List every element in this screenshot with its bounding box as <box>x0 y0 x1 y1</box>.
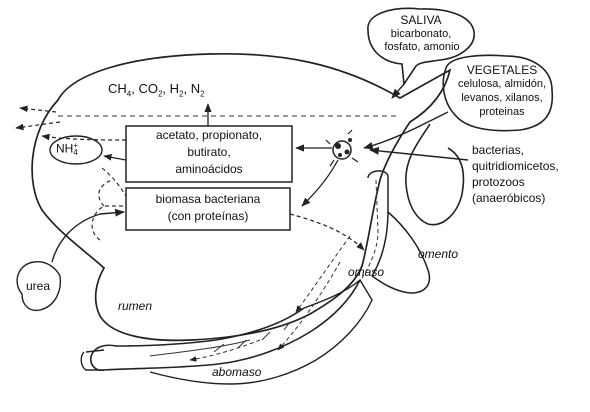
products-box <box>125 125 293 183</box>
biomass-box <box>125 187 291 231</box>
absorption-arrow-3 <box>19 105 57 113</box>
vegetales-line-2: levanos, xilanos, <box>461 92 543 104</box>
rumen-inner-fold <box>91 179 138 241</box>
urea-label: urea <box>26 279 51 293</box>
microbes-line-1: bacterias, <box>472 143 525 157</box>
products-line-2: butirato, <box>187 145 231 159</box>
saliva-bubble <box>367 7 475 87</box>
products-line-3: aminoácidos <box>175 162 243 176</box>
abomasum-sack <box>149 278 373 385</box>
biomass-outflow-arrow <box>289 213 365 251</box>
ammonium-recycle <box>101 167 127 197</box>
biomass-arrow <box>301 159 339 207</box>
ammonium-label: NH+4 <box>56 141 79 158</box>
vegetales-line-3: proteinas <box>479 106 525 118</box>
reticulum-loop <box>405 123 465 226</box>
microbes-inflow-arrow <box>369 146 469 161</box>
microbes-line-4: (anaeróbicos) <box>472 191 546 205</box>
biomass-line-1: biomasa bacteriana <box>155 192 261 206</box>
saliva-line-2: fosfato, amonio <box>384 41 460 53</box>
absorption-arrow <box>41 133 127 141</box>
absorption-arrow-2 <box>15 121 61 131</box>
vegetales-inflow-arrow <box>363 111 449 150</box>
digesta-flow-arrow-3 <box>189 339 261 362</box>
saliva-title: SALIVA <box>400 13 442 27</box>
omasum-tube <box>367 170 389 277</box>
omaso-label: omaso <box>348 265 385 279</box>
biomass-line-2: (con proteínas) <box>167 209 249 223</box>
omasum-tube-inner <box>361 179 379 279</box>
microbes-line-3: protozoos <box>472 175 525 189</box>
urea-recycle-arrow <box>51 208 125 263</box>
rumen-label: rumen <box>118 299 153 313</box>
omento-label: omento <box>418 247 459 261</box>
saliva-line-1: bicarbonato, <box>390 28 452 40</box>
abomaso-label: abomaso <box>212 365 262 379</box>
vegetales-bubble <box>442 54 554 132</box>
products-line-1: acetato, propionato, <box>155 128 263 142</box>
vegetales-line-1: celulosa, almidón, <box>457 78 547 90</box>
microbes-line-2: quitridiomicetos, <box>472 159 559 173</box>
duodenum-tube <box>80 349 105 371</box>
ammonium-oval <box>49 135 103 165</box>
digesta-flow-arrow-1 <box>295 235 351 313</box>
abomasum-inner-folds <box>149 321 291 357</box>
urea-bubble <box>16 261 62 312</box>
omento-sack <box>371 211 431 294</box>
saliva-inflow-arrow <box>391 83 405 99</box>
vegetales-title: VEGETALES <box>466 63 538 77</box>
ammonium-arrow <box>103 154 127 161</box>
gas-products-label: CH4, CO2, H2, N2 <box>108 81 205 99</box>
rumen-outline <box>31 52 452 342</box>
microbe-cluster-icon <box>325 129 359 167</box>
abomasum-outline <box>89 279 361 372</box>
